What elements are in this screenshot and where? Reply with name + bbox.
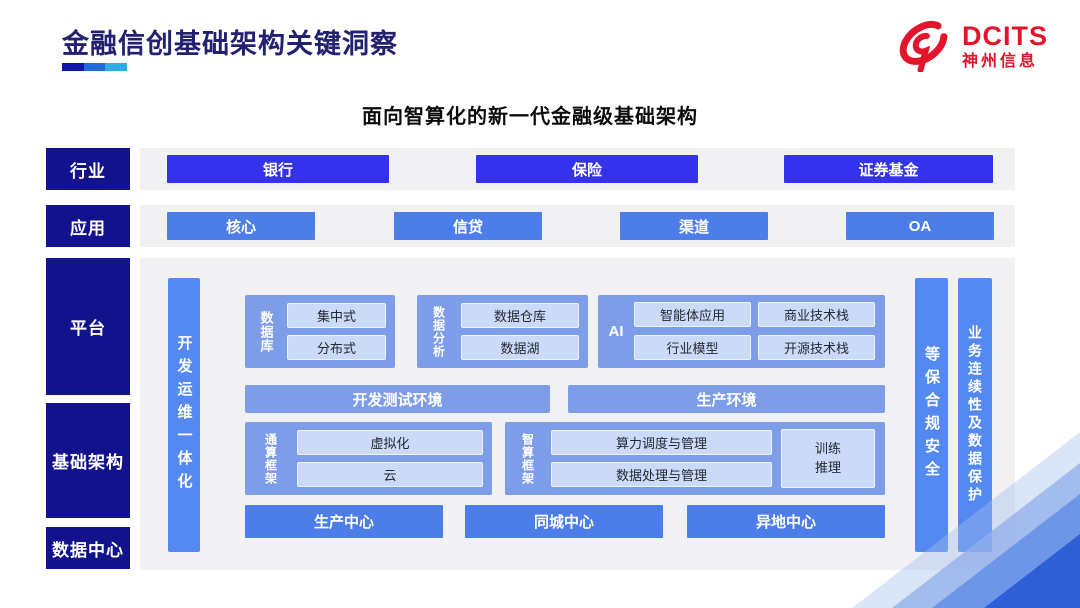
- database-pills: 集中式 分布式: [287, 295, 395, 368]
- database-box: 数据库 集中式 分布式: [245, 295, 395, 368]
- devops-bar-label: 开发运维一体化: [175, 334, 193, 496]
- logo-brand: DCITS: [962, 21, 1048, 52]
- analytics-box: 数据分析 数据仓库 数据湖: [417, 295, 588, 368]
- application-item-credit: 信贷: [394, 212, 542, 240]
- analytics-pills: 数据仓库 数据湖: [461, 295, 588, 368]
- business-continuity-label: 业务连续性及数据保护: [967, 325, 983, 505]
- pill-training-inference: 训练推理: [781, 429, 875, 488]
- diagram-title: 面向智算化的新一代金融级基础架构: [362, 106, 698, 128]
- same-city-center-bar: 同城中心: [465, 505, 663, 538]
- pill-industry-models: 行业模型: [634, 335, 751, 360]
- ai-pills: 智能体应用 商业技术栈 行业模型 开源技术栈: [634, 295, 885, 368]
- smart-compute-box: 智算框架 算力调度与管理 数据处理与管理 训练推理: [505, 422, 885, 495]
- dcits-logo-icon: [893, 16, 953, 77]
- logo-text: DCITS 神州信息: [962, 22, 1048, 70]
- analytics-box-label: 数据分析: [431, 305, 446, 358]
- business-continuity-bar: 业务连续性及数据保护: [958, 278, 992, 552]
- ai-box-label: AI: [608, 323, 624, 340]
- title-underline: [62, 63, 127, 71]
- industry-item-securities: 证券基金: [784, 155, 993, 183]
- category-datacenter: 数据中心: [46, 527, 130, 569]
- industry-item-insurance: 保险: [476, 155, 698, 183]
- production-environment-bar: 生产环境: [568, 385, 885, 413]
- logo-company: 神州信息: [962, 52, 1039, 70]
- pill-commercial-stack: 商业技术栈: [758, 302, 875, 327]
- security-compliance-label: 等保合规安全: [923, 346, 940, 484]
- general-compute-box: 通算框架 虚拟化 云: [245, 422, 492, 495]
- smart-compute-pills: 算力调度与管理 数据处理与管理: [551, 422, 781, 495]
- page-title: 金融信创基础架构关键洞察: [62, 29, 398, 59]
- remote-center-bar: 异地中心: [687, 505, 885, 538]
- pill-data-warehouse: 数据仓库: [461, 303, 579, 328]
- company-logo: DCITS 神州信息: [893, 16, 1048, 77]
- database-box-label: 数据库: [258, 310, 274, 353]
- pill-centralized: 集中式: [287, 303, 386, 328]
- application-item-channel: 渠道: [620, 212, 768, 240]
- security-compliance-bar: 等保合规安全: [915, 278, 948, 552]
- pill-data-lake: 数据湖: [461, 335, 579, 360]
- production-center-bar: 生产中心: [245, 505, 443, 538]
- underline-bar-dark: [62, 63, 84, 71]
- application-item-oa: OA: [846, 212, 994, 240]
- category-platform: 平台: [46, 258, 130, 395]
- ai-box: AI 智能体应用 商业技术栈 行业模型 开源技术栈: [598, 295, 885, 368]
- underline-bar-light: [105, 63, 127, 71]
- pill-virtualization: 虚拟化: [297, 430, 483, 455]
- pill-agent-apps: 智能体应用: [634, 302, 751, 327]
- underline-bar-mid: [84, 63, 105, 71]
- pill-distributed: 分布式: [287, 335, 386, 360]
- general-compute-pills: 虚拟化 云: [297, 422, 492, 495]
- devops-bar: 开发运维一体化: [168, 278, 200, 552]
- application-item-core: 核心: [167, 212, 315, 240]
- category-infrastructure: 基础架构: [46, 403, 130, 518]
- general-compute-label: 通算框架: [263, 432, 278, 485]
- category-application: 应用: [46, 205, 130, 247]
- pill-cloud: 云: [297, 462, 483, 487]
- pill-compute-scheduling: 算力调度与管理: [551, 430, 772, 455]
- dev-test-environment-bar: 开发测试环境: [245, 385, 550, 413]
- category-industry: 行业: [46, 148, 130, 190]
- pill-data-processing: 数据处理与管理: [551, 462, 772, 487]
- smart-compute-label: 智算框架: [520, 432, 535, 485]
- industry-item-bank: 银行: [167, 155, 389, 183]
- pill-opensource-stack: 开源技术栈: [758, 335, 875, 360]
